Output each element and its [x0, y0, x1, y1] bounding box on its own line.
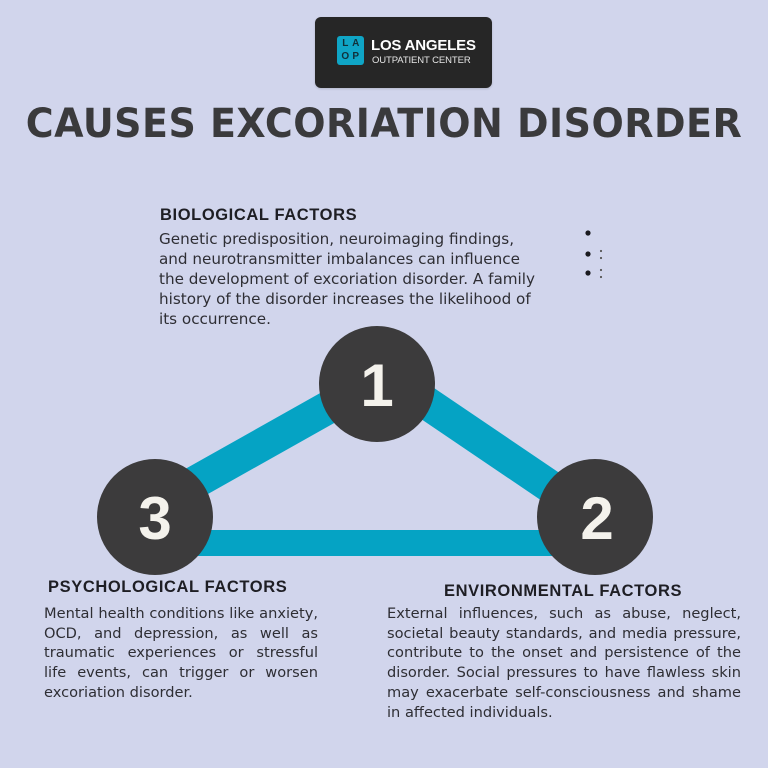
connector-3-1	[176, 383, 354, 503]
environmental-heading: ENVIRONMENTAL FACTORS	[444, 582, 683, 600]
logo: L A O P LOS ANGELES OUTPATIENT CENTER	[315, 17, 492, 88]
text-line: history of the disorder increases the li…	[159, 290, 531, 308]
node-2-label: 2	[580, 485, 613, 552]
text-line: Genetic predisposition, neuroimaging fin…	[159, 230, 515, 248]
decorative-dots-icon	[585, 230, 603, 279]
logo-mark-letter: L	[342, 38, 349, 49]
page-title: CAUSES EXCORIATION DISORDER	[25, 101, 743, 147]
logo-mark-letter: A	[352, 38, 360, 49]
node-2: 2	[537, 459, 653, 575]
text-line: its occurrence.	[159, 310, 271, 328]
text-line: and neurotransmitter imbalances can infl…	[159, 250, 520, 268]
environmental-description: External influences, such as abuse, negl…	[387, 605, 741, 721]
text-line: the development of excoriation disorder.…	[159, 270, 535, 288]
node-3-label: 3	[138, 485, 171, 552]
biological-description: Genetic predisposition, neuroimaging fin…	[159, 229, 604, 329]
logo-mark-letter: P	[352, 50, 360, 62]
logo-mark-icon: L A O P	[337, 36, 364, 65]
logo-mark-letter: O	[341, 50, 350, 62]
psychological-description: Mental health conditions like anxiety, O…	[44, 605, 318, 701]
connector-1-2	[405, 381, 580, 514]
node-1: 1	[319, 326, 435, 442]
node-1-label: 1	[360, 352, 393, 419]
logo-name: LOS ANGELES	[371, 37, 476, 54]
node-3: 3	[97, 459, 213, 575]
biological-heading: BIOLOGICAL FACTORS	[160, 206, 358, 224]
connector-3-2	[180, 530, 580, 556]
psychological-heading: PSYCHOLOGICAL FACTORS	[48, 578, 288, 596]
logo-subtitle: OUTPATIENT CENTER	[372, 55, 471, 66]
